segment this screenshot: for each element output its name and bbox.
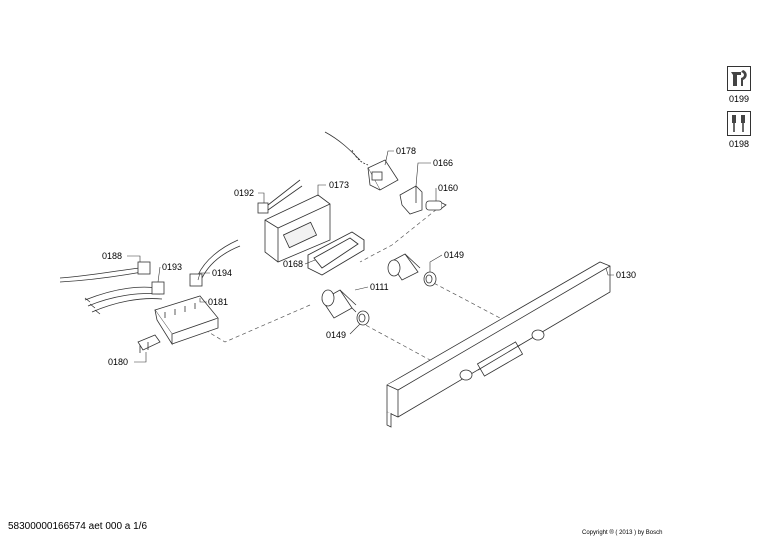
part-label[interactable]: 0188 bbox=[102, 251, 122, 261]
part-label[interactable]: 0178 bbox=[396, 146, 416, 156]
part-label[interactable]: 0166 bbox=[433, 158, 453, 168]
connector-0194[interactable] bbox=[189, 239, 241, 287]
knob-0111[interactable] bbox=[321, 289, 357, 319]
copyright-notice: Copyright ® ( 2013 ) by Bosch bbox=[582, 530, 663, 536]
part-label[interactable]: 0149 bbox=[326, 330, 346, 340]
gasket-frame-0168[interactable] bbox=[307, 231, 365, 276]
wrench-screwdriver-icon[interactable] bbox=[727, 66, 751, 91]
knob-ring-0149b[interactable] bbox=[356, 310, 370, 326]
document-id: 58300000166574 aet 000 a 1/6 bbox=[8, 521, 148, 532]
part-label[interactable]: 0160 bbox=[438, 183, 458, 193]
part-label[interactable]: 0194 bbox=[212, 268, 232, 278]
part-label[interactable]: 0111 bbox=[370, 282, 389, 292]
part-label[interactable]: 0192 bbox=[234, 188, 254, 198]
leader-lines bbox=[127, 150, 614, 363]
knob-0149a-assembly[interactable] bbox=[387, 253, 421, 281]
lamp-0160[interactable] bbox=[425, 200, 447, 211]
control-module-0173[interactable] bbox=[264, 194, 331, 263]
thermostat-0178[interactable] bbox=[324, 131, 399, 191]
knob-ring-0149a[interactable] bbox=[423, 271, 437, 287]
part-label[interactable]: 0180 bbox=[108, 357, 128, 367]
bracket-0166[interactable] bbox=[399, 185, 423, 215]
part-label[interactable]: 0149 bbox=[444, 250, 464, 260]
screwdriver-set-icon[interactable] bbox=[727, 111, 751, 136]
part-label[interactable]: 0173 bbox=[329, 180, 349, 190]
icon-label-0199: 0199 bbox=[728, 94, 750, 104]
wiring-harness-0188[interactable] bbox=[59, 261, 165, 315]
terminal-block-0181[interactable] bbox=[154, 295, 219, 346]
part-label[interactable]: 0168 bbox=[283, 259, 303, 269]
front-panel-0130[interactable] bbox=[386, 261, 611, 428]
part-label[interactable]: 0193 bbox=[162, 262, 182, 272]
clip-0180[interactable] bbox=[137, 334, 161, 353]
part-label[interactable]: 0181 bbox=[208, 297, 228, 307]
part-label[interactable]: 0130 bbox=[616, 270, 636, 280]
icon-label-0198: 0198 bbox=[728, 139, 750, 149]
assembly-dash-lines bbox=[204, 204, 501, 361]
connector-0192[interactable] bbox=[257, 179, 303, 214]
part-labels: 0178 0166 0160 0192 0173 0188 0193 0194 … bbox=[102, 146, 636, 367]
